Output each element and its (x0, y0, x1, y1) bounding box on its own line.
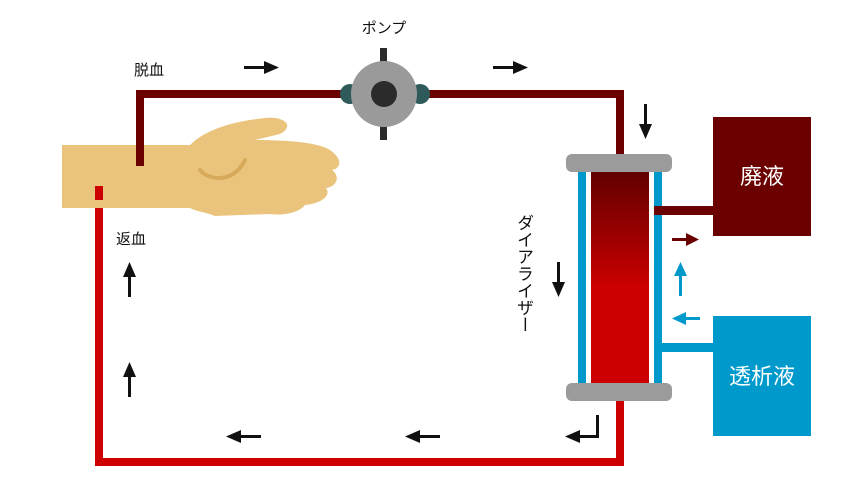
patient-arm (62, 117, 340, 216)
dialysate-box (713, 316, 811, 436)
dialysate-line (654, 343, 716, 352)
arrow-down-2 (552, 262, 565, 297)
waste-flow-arrow (672, 233, 699, 246)
arrow-left-2 (226, 430, 261, 443)
waste-line (654, 206, 716, 215)
pump (340, 48, 430, 140)
flow-arrows (123, 61, 652, 443)
arrow-up-2 (123, 362, 136, 397)
waste-box (713, 117, 811, 236)
arrow-down-1 (639, 104, 652, 139)
arrow-bent (565, 415, 599, 443)
arrow-right-2 (493, 61, 528, 74)
arrow-left-1 (405, 430, 440, 443)
waste-label: 廃液 (740, 165, 784, 190)
blood-return-label: 返血 (116, 230, 146, 248)
dialysate-flow-arrow-left (672, 312, 700, 325)
blood-return-tube (95, 186, 624, 466)
arrow-right-1 (244, 61, 279, 74)
dialysate-flow-arrow-up (674, 262, 687, 296)
arrow-up-1 (123, 262, 136, 297)
pump-label: ポンプ (362, 19, 407, 37)
blood-out-label: 脱血 (134, 61, 164, 79)
dialysate-label: 透析液 (729, 365, 795, 390)
dialyzer (566, 154, 672, 401)
dialyzer-label: ダイアライザー (513, 214, 533, 333)
